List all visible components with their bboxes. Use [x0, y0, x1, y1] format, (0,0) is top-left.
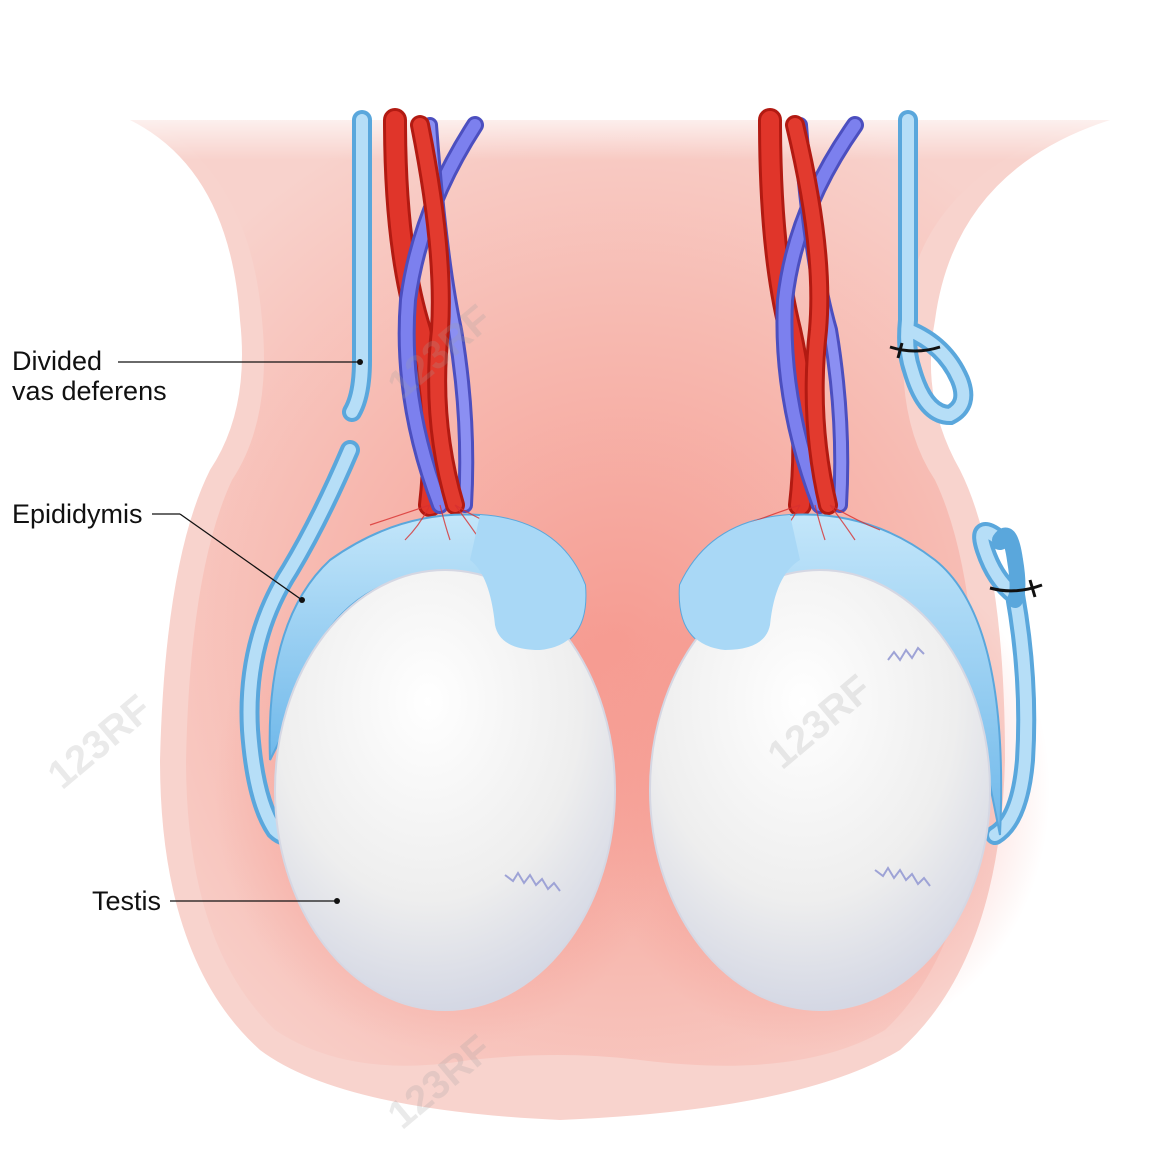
label-vas-line1: Divided [12, 346, 103, 376]
right-testis-squiggle-top [887, 646, 925, 662]
ligature-tie-lower [989, 579, 1043, 598]
top-fade [0, 100, 1149, 160]
right-testis-squiggle [874, 866, 931, 887]
right-epididymis-head [679, 515, 800, 650]
left-testis-squiggle [504, 871, 561, 892]
left-epididymis-head [470, 515, 586, 650]
right-vas-deferens [897, 110, 1037, 845]
right-testis [649, 569, 991, 1011]
ligature-tie-upper [889, 342, 941, 359]
leader-lines [118, 361, 360, 902]
right-spermatic-cord [758, 108, 864, 517]
left-capillaries [369, 504, 506, 541]
label-epididymis: Epididymis [12, 499, 143, 529]
left-spermatic-cord [383, 108, 484, 517]
label-divided-vas-deferens: Divided vas deferens [12, 346, 167, 406]
epididymis-pointer-dot [299, 597, 305, 603]
vas-pointer-dot [357, 359, 363, 365]
testis-pointer-dot [334, 898, 340, 904]
label-testis: Testis [92, 886, 162, 916]
label-vas-line2: vas deferens [12, 376, 167, 406]
left-testis [274, 569, 616, 1011]
